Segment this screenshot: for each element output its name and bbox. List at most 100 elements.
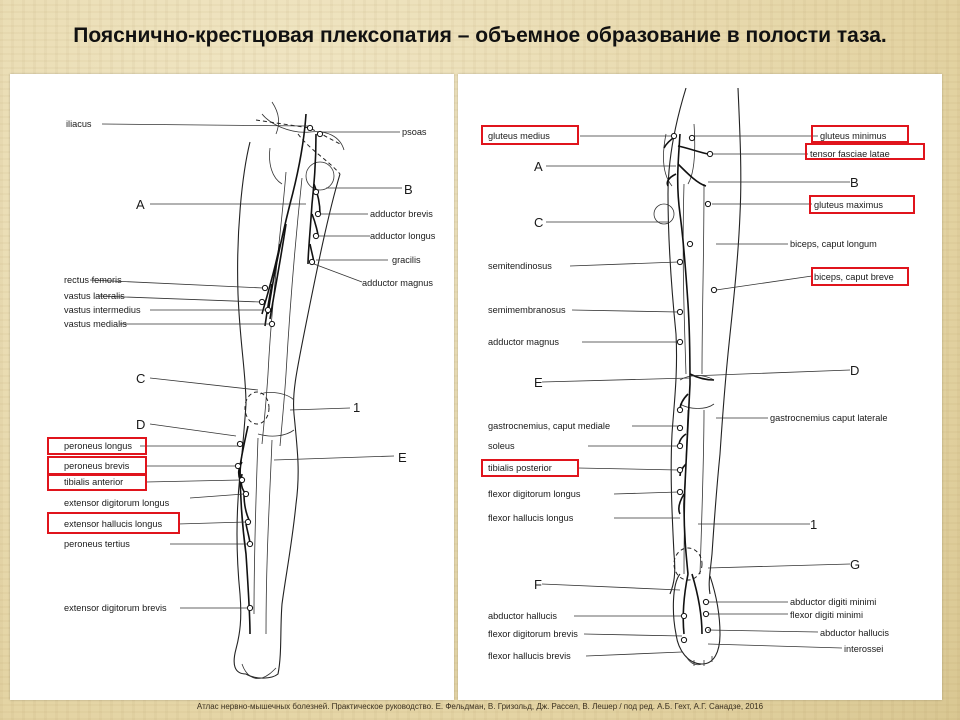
label-interossei: interossei (844, 644, 883, 654)
label-biceps-caput-longum: biceps, caput longum (790, 239, 877, 249)
highlight-biceps-caput-breve (811, 267, 909, 286)
label-flexor-hallucis-longus: flexor hallucis longus (488, 513, 574, 523)
femur-outline (682, 183, 705, 375)
right-letter-a: A (534, 159, 543, 174)
right-letter-e: E (534, 375, 543, 390)
label-gluteus-medius: gluteus medius (488, 131, 550, 141)
tibia-line (265, 439, 273, 635)
label-semimembranosus: semimembranosus (488, 305, 566, 315)
femoral-head (305, 161, 335, 191)
label-tensor-fasciae-latae: tensor fasciae latae (810, 149, 890, 159)
right-letter-b: B (850, 175, 859, 190)
left-letter-c: C (136, 371, 145, 386)
inguinal-dashed (255, 119, 341, 175)
knee-joint (257, 392, 295, 437)
right-letter-f: F (534, 577, 542, 592)
highlight-peroneus-longus (47, 437, 147, 455)
toe-lines (685, 655, 713, 666)
left-letter-e: E (398, 450, 407, 465)
label-abductor-hallucis-right: abductor hallucis (820, 628, 889, 638)
label-soleus: soleus (488, 441, 515, 451)
highlight-tibialis-anterior (47, 474, 147, 491)
ischial-tuberosity (653, 203, 675, 225)
tibial-branches (678, 393, 689, 515)
femur-lateral (261, 171, 287, 445)
obturator-branches (309, 183, 321, 265)
label-flexor-digitorum-longus: flexor digitorum longus (488, 489, 581, 499)
label-extensor-hallucis-longus: extensor hallucis longus (64, 519, 162, 529)
pelvis-outline (663, 123, 696, 187)
right-number-1: 1 (810, 517, 817, 532)
label-adductor-longus: adductor longus (370, 231, 436, 241)
slide-title: Пояснично-крестцовая плексопатия – объем… (73, 24, 887, 47)
obturator-nerve (307, 133, 317, 265)
label-gastrocnemius-laterale: gastrocnemius caput laterale (770, 413, 887, 423)
source-citation: Атлас нервно-мышечных болезней. Практиче… (196, 702, 764, 711)
leg-outline-left (667, 87, 687, 595)
label-peroneus-tertius: peroneus tertius (64, 539, 130, 549)
anterior-leg-drawing: A B C D E 1 iliacus psoas adductor brevi… (47, 101, 436, 679)
label-tibialis-posterior: tibialis posterior (488, 463, 552, 473)
highlight-extensor-hallucis-longus (47, 512, 180, 534)
label-gluteus-minimus: gluteus minimus (820, 131, 887, 141)
right-innervation-dots (670, 132, 718, 644)
label-gluteus-maximus: gluteus maximus (814, 200, 883, 210)
label-vastus-medialis: vastus medialis (64, 319, 127, 329)
label-rectus-femoris: rectus femoris (64, 275, 122, 285)
label-abductor-hallucis-left: abductor hallucis (488, 611, 557, 621)
patella-dashed (244, 391, 270, 425)
right-leader-lines (541, 135, 851, 657)
label-flexor-hallucis-brevis: flexor hallucis brevis (488, 651, 571, 661)
posterior-leg-drawing: A B C D E 1 G F gluteus medius gluteus m… (481, 87, 925, 666)
fibula-line (253, 437, 259, 615)
label-semitendinosus: semitendinosus (488, 261, 552, 271)
leg-outline-medial (245, 173, 341, 679)
label-peroneus-longus: peroneus longus (64, 441, 132, 451)
tibial-nerve (683, 383, 691, 575)
label-extensor-digitorum-longus: extensor digitorum longus (64, 498, 170, 508)
label-flexor-digiti-minimi: flexor digiti minimi (790, 610, 863, 620)
left-letter-b: B (404, 182, 413, 197)
label-psoas: psoas (402, 127, 427, 137)
label-adductor-magnus-r: adductor magnus (488, 337, 559, 347)
label-extensor-digitorum-brevis: extensor digitorum brevis (64, 603, 167, 613)
highlight-gluteus-minimus (811, 125, 909, 143)
right-letter-c: C (534, 215, 543, 230)
label-peroneus-brevis: peroneus brevis (64, 461, 130, 471)
right-letter-g: G (850, 557, 860, 572)
left-letter-d: D (136, 417, 145, 432)
label-gastrocnemius-mediale: gastrocnemius, caput mediale (488, 421, 610, 431)
anterior-leg-diagram: A B C D E 1 iliacus psoas adductor brevi… (10, 74, 454, 700)
label-vastus-intermedius: vastus intermedius (64, 305, 141, 315)
leg-outline-right (708, 87, 742, 595)
posterior-leg-diagram: A B C D E 1 G F gluteus medius gluteus m… (458, 74, 942, 700)
right-letter-d: D (850, 363, 859, 378)
label-tibialis-anterior: tibialis anterior (64, 477, 123, 487)
left-number-1: 1 (353, 400, 360, 415)
left-leader-lines (89, 123, 402, 609)
label-gracilis: gracilis (392, 255, 421, 265)
leg-outline-lateral (233, 141, 251, 675)
left-innervation-dots (234, 124, 324, 612)
label-flexor-digitorum-brevis: flexor digitorum brevis (488, 629, 578, 639)
foot-sole-outline (672, 573, 721, 665)
plantar-nerves (682, 573, 703, 635)
label-biceps-caput-breve: biceps, caput breve (814, 272, 894, 282)
highlight-gluteus-medius (481, 125, 579, 145)
gluteal-branches (663, 135, 709, 187)
label-adductor-brevis: adductor brevis (370, 209, 433, 219)
peroneal-nerve (239, 425, 251, 635)
label-abductor-digiti-minimi: abductor digiti minimi (790, 597, 876, 607)
left-letter-a: A (136, 197, 145, 212)
sciatic-nerve (676, 133, 691, 385)
ankle-dashed (673, 547, 703, 581)
label-iliacus: iliacus (66, 119, 92, 129)
peroneal-branches (237, 461, 251, 545)
highlight-tensor-fasciae-latae (805, 143, 925, 160)
label-vastus-lateralis: vastus lateralis (64, 291, 125, 301)
femoral-nerve (267, 113, 307, 315)
highlight-gluteus-maximus (809, 195, 915, 214)
highlight-tibialis-posterior (481, 459, 579, 477)
label-adductor-magnus: adductor magnus (362, 278, 433, 288)
peroneal-nerve-r (689, 373, 715, 381)
